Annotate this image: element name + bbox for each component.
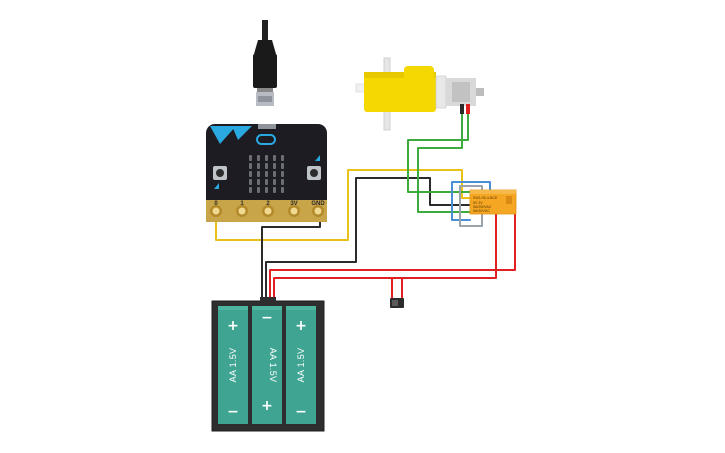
- usb-port: [258, 124, 276, 129]
- positive-terminal-icon: +: [227, 318, 239, 334]
- led: [257, 171, 260, 177]
- led: [265, 187, 268, 193]
- wire-blue-jumper[interactable]: [451, 181, 491, 221]
- led: [257, 163, 260, 169]
- wire-grey-jumper[interactable]: [459, 185, 483, 227]
- relay-spec-text: 5V 3V: [473, 201, 483, 205]
- led: [249, 187, 252, 193]
- relay-spec-text: 5A/30VDC: [473, 209, 490, 213]
- led: [281, 163, 284, 169]
- pin-row: 0 1 2 3V GND: [210, 201, 325, 217]
- wire-yellow-signal[interactable]: [215, 169, 471, 241]
- pin-2[interactable]: 2: [262, 201, 274, 217]
- negative-terminal-icon: −: [295, 404, 307, 420]
- dc-gear-motor-icon[interactable]: [355, 57, 484, 131]
- pin-1[interactable]: 1: [236, 201, 248, 217]
- pin-label: GND: [311, 201, 325, 207]
- pin-0[interactable]: 0: [210, 201, 222, 217]
- aa-battery-cell: AA 1.5V + −: [252, 306, 282, 424]
- wire-green-motor-2[interactable]: [417, 109, 471, 213]
- microbit-board[interactable]: 0 1 2 3V GND: [206, 124, 327, 222]
- slide-switch-icon[interactable]: [390, 298, 404, 308]
- button-b[interactable]: [307, 166, 321, 180]
- led: [265, 155, 268, 161]
- led: [281, 179, 284, 185]
- relay-model-text: RAS-05-4-BCE: [473, 196, 498, 200]
- led: [265, 179, 268, 185]
- usb-cable-icon: [253, 20, 277, 106]
- led: [281, 171, 284, 177]
- led: [273, 163, 276, 169]
- relay-module[interactable]: RAS-05-4-BCE 5V 3V 5A/250VAC 5A/30VDC: [469, 189, 517, 215]
- led: [273, 179, 276, 185]
- battery-pack: AA 1.5V + − AA 1.5V + − AA 1.5V + −: [211, 297, 325, 432]
- pin-label: 1: [240, 201, 244, 207]
- positive-terminal-icon: +: [261, 398, 273, 414]
- battery-cells: AA 1.5V + − AA 1.5V + − AA 1.5V + −: [218, 306, 316, 424]
- pin-3v[interactable]: 3V: [288, 201, 300, 217]
- wire-black-relay[interactable]: [265, 177, 471, 303]
- led-matrix: [249, 155, 284, 193]
- relay-indicator: [506, 196, 512, 204]
- led: [257, 155, 260, 161]
- aa-battery-cell: AA 1.5V + −: [218, 306, 248, 424]
- wire-red-supply-1[interactable]: [269, 211, 516, 303]
- battery-label: AA 1.5V: [228, 348, 238, 383]
- led: [257, 187, 260, 193]
- accent-triangle: [232, 126, 252, 140]
- led: [265, 171, 268, 177]
- button-a-marker-icon: [214, 183, 219, 189]
- button-a[interactable]: [213, 166, 227, 180]
- led: [249, 179, 252, 185]
- positive-terminal-icon: +: [295, 318, 307, 334]
- aa-battery-cell: AA 1.5V + −: [286, 306, 316, 424]
- led: [265, 163, 268, 169]
- led: [273, 187, 276, 193]
- accent-triangle: [210, 126, 236, 144]
- relay-spec-text: 5A/250VAC: [473, 205, 492, 209]
- pin-label: 2: [266, 201, 270, 207]
- button-b-marker-icon: [315, 155, 320, 161]
- battery-label: AA 1.5V: [296, 348, 306, 383]
- led: [273, 155, 276, 161]
- negative-terminal-icon: −: [227, 404, 239, 420]
- led: [281, 187, 284, 193]
- led: [273, 171, 276, 177]
- led: [281, 155, 284, 161]
- pin-label: 0: [214, 201, 218, 207]
- wire-green-motor-1[interactable]: [407, 109, 471, 193]
- wire-red-supply-2[interactable]: [273, 211, 497, 303]
- led: [249, 163, 252, 169]
- led: [249, 171, 252, 177]
- led: [249, 155, 252, 161]
- wire-red-switch[interactable]: [391, 277, 403, 301]
- microbit-logo-icon: [256, 134, 276, 145]
- negative-terminal-icon: −: [261, 310, 273, 326]
- battery-label: AA 1.5V: [268, 348, 278, 383]
- pin-label: 3V: [290, 201, 297, 207]
- led: [257, 179, 260, 185]
- pin-gnd[interactable]: GND: [311, 201, 325, 217]
